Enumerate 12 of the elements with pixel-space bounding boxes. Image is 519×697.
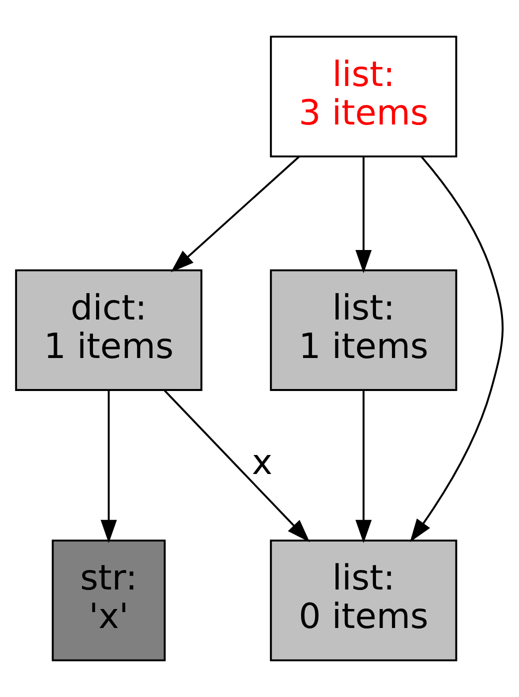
arrow [100,390,117,544]
arrow [164,390,310,542]
node-box: list: 0 items [270,540,458,662]
arrow [355,156,372,274]
arrow [410,156,504,542]
node-box: dict: 1 items [15,269,202,391]
edge-label: x [252,442,272,483]
node-box: list: 1 items [270,269,458,391]
arrow [355,390,372,544]
arrow [170,156,300,272]
node-box: str: 'x' [52,540,166,662]
node-box: list: 3 items [270,36,458,158]
